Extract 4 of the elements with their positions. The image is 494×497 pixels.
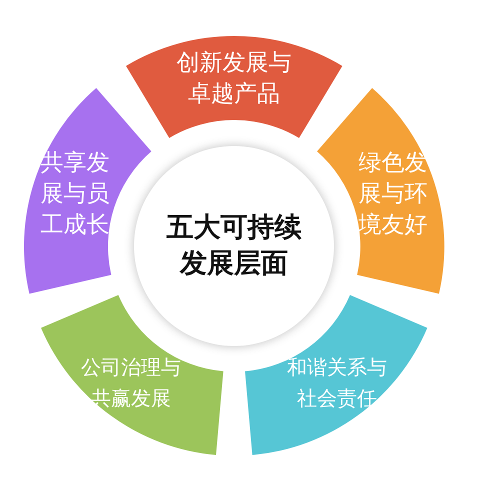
segment-text: 绿色发展与环境友好 bbox=[357, 148, 428, 240]
segment-text: 创新发展与卓越产品 bbox=[175, 49, 292, 109]
center-text: 五大可持续发展层面 bbox=[166, 211, 302, 281]
segment-text: 共享发展与员工成长 bbox=[40, 148, 111, 240]
